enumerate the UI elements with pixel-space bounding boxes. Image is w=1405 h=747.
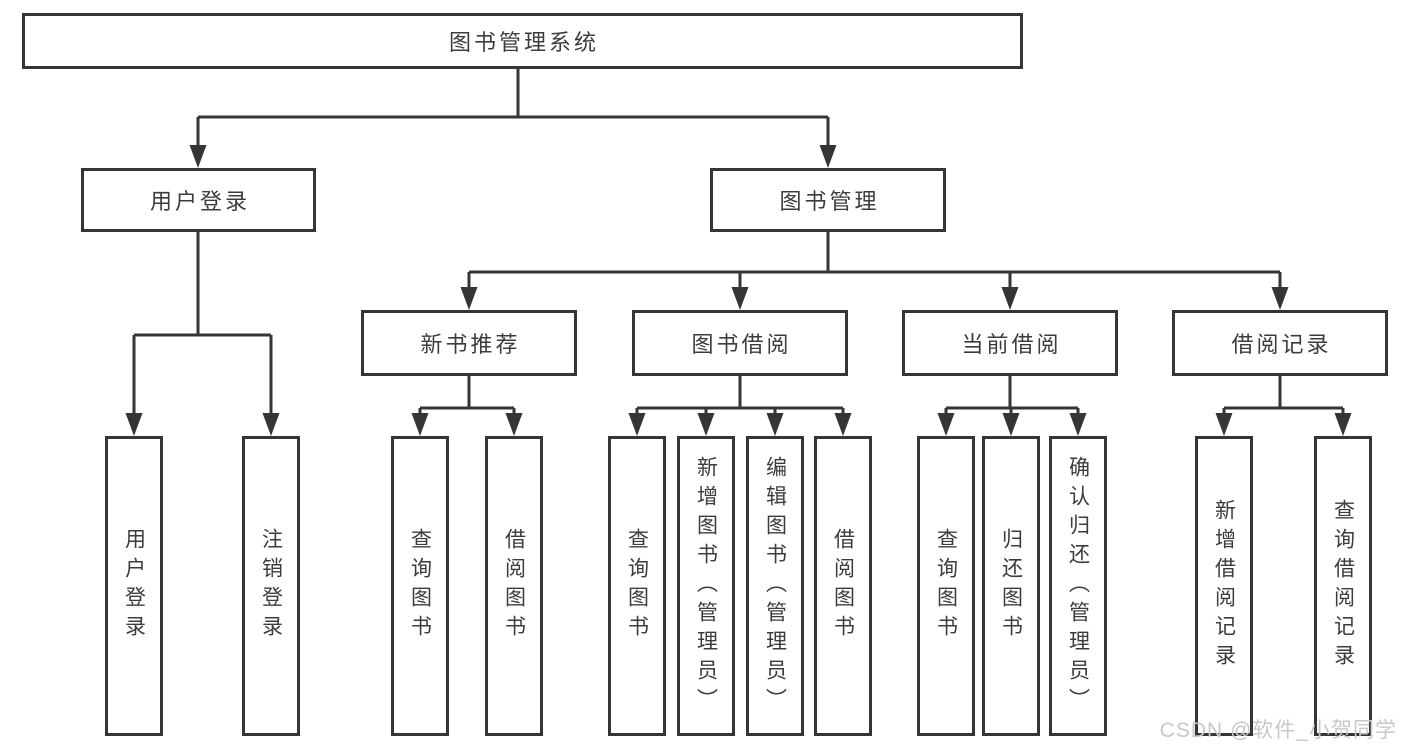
arrowhead — [1001, 287, 1019, 310]
connector-root-to-level2 — [196, 69, 830, 150]
leaf-add-books-admin: 新增图书（管理员） — [677, 436, 735, 736]
arrowhead — [1271, 287, 1289, 310]
node-book-management: 图书管理 — [710, 168, 946, 232]
leaf-confirm-return-admin: 确认归还（管理员） — [1049, 436, 1107, 736]
node-book-borrowing: 图书借阅 — [632, 310, 848, 376]
leaf-query-books-recommend: 查询图书 — [391, 436, 449, 736]
arrowhead — [819, 145, 837, 168]
leaf-add-borrow-record: 新增借阅记录 — [1195, 436, 1253, 736]
node-current-borrowing: 当前借阅 — [902, 310, 1118, 376]
leaf-borrow-books: 借阅图书 — [814, 436, 872, 736]
arrowhead — [1069, 413, 1087, 436]
connector-book-mgmt-to-level3 — [467, 232, 1282, 293]
arrowhead — [460, 287, 478, 310]
arrowhead — [505, 413, 523, 436]
leaf-edit-books-admin: 编辑图书（管理员） — [746, 436, 804, 736]
arrowhead — [628, 413, 646, 436]
arrowhead — [411, 413, 429, 436]
node-user-login: 用户登录 — [81, 168, 316, 232]
connector-borrowing-to-leaves — [635, 376, 845, 420]
arrowhead — [1334, 413, 1352, 436]
leaf-user-login: 用户登录 — [105, 436, 163, 736]
leaf-query-borrow-record: 查询借阅记录 — [1314, 436, 1372, 736]
arrowhead — [125, 413, 143, 436]
leaf-query-books-current: 查询图书 — [917, 436, 975, 736]
leaf-return-books: 归还图书 — [982, 436, 1040, 736]
arrowhead — [697, 413, 715, 436]
node-library-management-system: 图书管理系统 — [22, 13, 1023, 69]
arrowhead — [1002, 413, 1020, 436]
leaf-logout: 注销登录 — [242, 436, 300, 736]
connector-user-login-to-leaves — [132, 232, 273, 420]
connector-new-books-to-leaves — [418, 376, 516, 420]
node-borrowing-records: 借阅记录 — [1172, 310, 1388, 376]
leaf-query-books-borrowing: 查询图书 — [608, 436, 666, 736]
arrowhead — [731, 287, 749, 310]
node-new-book-recommend: 新书推荐 — [361, 310, 577, 376]
arrowhead — [1215, 413, 1233, 436]
arrowhead — [262, 413, 280, 436]
arrowhead — [766, 413, 784, 436]
csdn-watermark: CSDN @软件_小贺同学 — [1159, 719, 1397, 742]
arrowhead — [937, 413, 955, 436]
arrowhead — [189, 145, 207, 168]
leaf-borrow-books-recommend: 借阅图书 — [485, 436, 543, 736]
arrowhead — [834, 413, 852, 436]
connector-history-to-leaves — [1222, 376, 1345, 420]
